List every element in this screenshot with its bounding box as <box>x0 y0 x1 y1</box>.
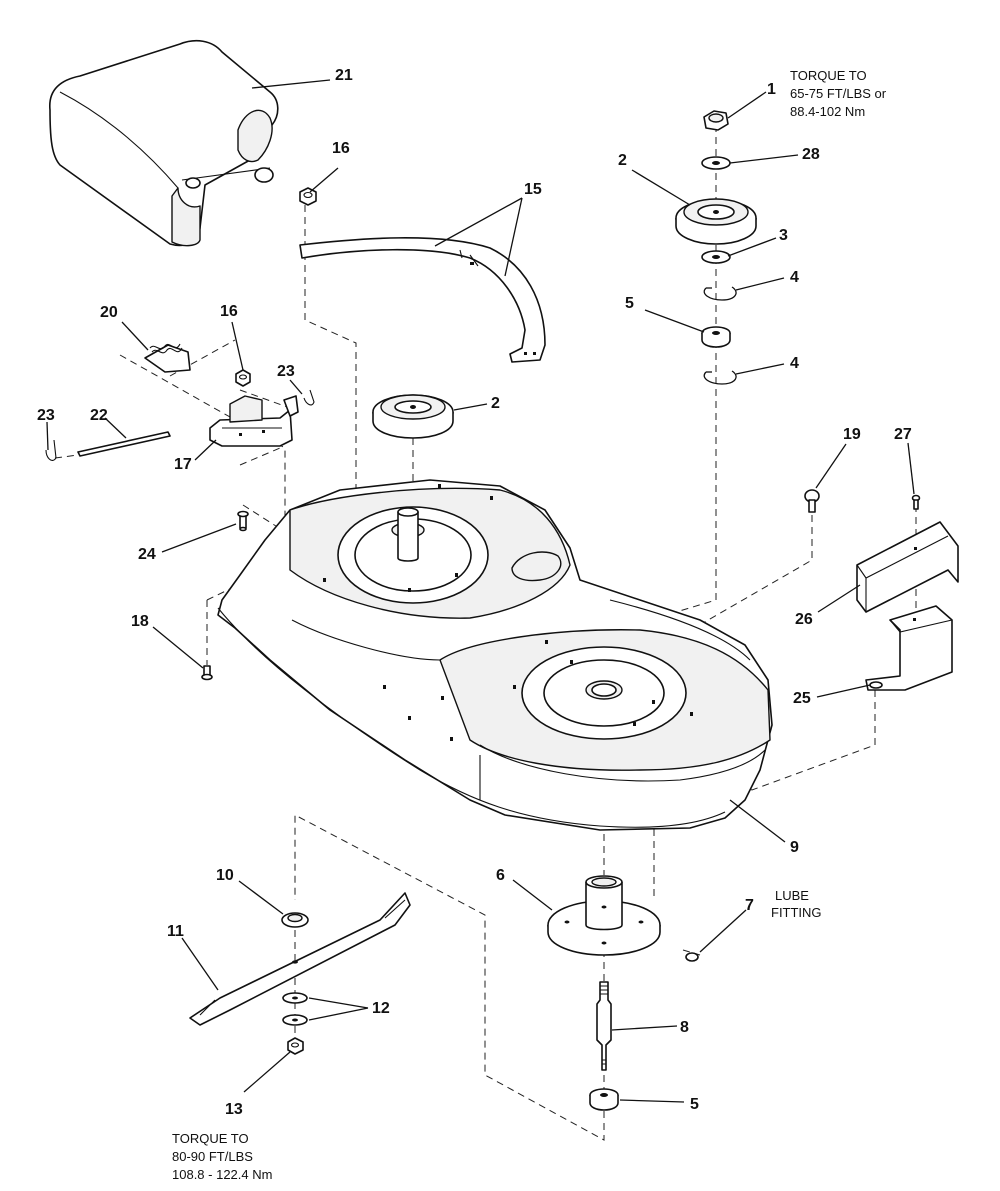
pulley-left <box>372 394 454 439</box>
callout-26: 26 <box>795 611 813 628</box>
callout-28: 28 <box>802 146 820 163</box>
mower-deck <box>217 479 773 831</box>
callout-22: 22 <box>90 407 108 424</box>
callout-27: 27 <box>894 426 912 443</box>
spindle-housing <box>547 875 661 956</box>
washer-12-upper <box>282 992 308 1004</box>
callout-11: 11 <box>167 923 184 940</box>
callout-13: 13 <box>225 1101 243 1118</box>
screw-27 <box>911 494 921 510</box>
callout-numbers: 1 2 2 3 4 4 5 5 6 7 8 9 10 11 12 13 15 1… <box>37 67 912 1118</box>
carriage-bolt-19 <box>804 489 820 513</box>
callout-leader-lines <box>46 79 915 1103</box>
spacer-3 <box>701 250 731 264</box>
torque-note-top-line-2: 65-75 FT/LBS or <box>790 86 887 101</box>
spring-20 <box>144 343 191 373</box>
callout-10: 10 <box>216 867 234 884</box>
hairpin-23-right <box>303 389 315 406</box>
callout-2-left: 2 <box>491 395 500 412</box>
callout-8: 8 <box>680 1019 689 1036</box>
torque-note-bottom-line-3: 108.8 - 122.4 Nm <box>172 1167 272 1182</box>
blade-nut-13 <box>287 1037 304 1055</box>
mower-blade-11 <box>189 892 411 1026</box>
idler-bracket-17 <box>209 395 299 447</box>
hairpin-23-left <box>45 439 57 461</box>
callout-3: 3 <box>779 227 788 244</box>
bearing-5-upper <box>701 326 731 348</box>
callout-9: 9 <box>790 839 799 856</box>
callout-6: 6 <box>496 867 505 884</box>
lube-note-line-1: LUBE <box>775 888 809 903</box>
torque-note-top-line-1: TORQUE TO <box>790 68 867 83</box>
bolt-24 <box>237 510 249 532</box>
callout-12: 12 <box>372 1000 390 1017</box>
retaining-ring-4-lower <box>703 370 737 385</box>
torque-note-top-line-3: 88.4-102 Nm <box>790 104 865 119</box>
spindle-shaft <box>596 981 612 1071</box>
callout-21: 21 <box>335 67 353 84</box>
bracket-25 <box>865 605 953 691</box>
torque-note-top: TORQUE TO 65-75 FT/LBS or 88.4-102 Nm <box>790 68 887 119</box>
callout-16-upper: 16 <box>332 140 350 157</box>
callout-17: 17 <box>174 456 192 473</box>
callout-18: 18 <box>131 613 149 630</box>
callout-1: 1 <box>767 81 776 98</box>
torque-note-bottom: TORQUE TO 80-90 FT/LBS 108.8 - 122.4 Nm <box>172 1131 272 1182</box>
callout-2-upper: 2 <box>618 152 627 169</box>
callout-19: 19 <box>843 426 861 443</box>
callout-23-left: 23 <box>37 407 55 424</box>
lube-fitting-note: LUBE FITTING <box>771 888 822 920</box>
washer-12-lower <box>282 1014 308 1026</box>
bracket-26 <box>856 521 959 613</box>
lock-nut-16-upper <box>299 187 317 206</box>
callout-7: 7 <box>745 897 754 914</box>
pivot-rod-22 <box>77 431 171 457</box>
belt-guard <box>299 237 546 363</box>
callout-23-right: 23 <box>277 363 295 380</box>
bearing-5-lower <box>589 1088 619 1111</box>
lock-nut-16-lower <box>235 369 251 387</box>
torque-note-bottom-line-2: 80-90 FT/LBS <box>172 1149 253 1164</box>
bolt-18 <box>201 665 213 681</box>
callout-16-lower: 16 <box>220 303 238 320</box>
discharge-chute <box>49 39 279 247</box>
retaining-ring-4-upper <box>703 286 737 301</box>
callout-24: 24 <box>138 546 156 563</box>
torque-note-bottom-line-1: TORQUE TO <box>172 1131 249 1146</box>
blade-adapter-10 <box>281 912 309 928</box>
lube-fitting <box>685 952 699 962</box>
callout-5-lower: 5 <box>690 1096 699 1113</box>
spindle-nut <box>703 110 729 131</box>
washer-28 <box>701 156 731 170</box>
callout-4-upper: 4 <box>790 269 799 286</box>
callout-5-upper: 5 <box>625 295 634 312</box>
callout-20: 20 <box>100 304 118 321</box>
lube-note-line-2: FITTING <box>771 905 822 920</box>
callout-4-lower: 4 <box>790 355 799 372</box>
callout-25: 25 <box>793 690 811 707</box>
pulley-upper <box>675 198 757 245</box>
callout-15: 15 <box>524 181 542 198</box>
